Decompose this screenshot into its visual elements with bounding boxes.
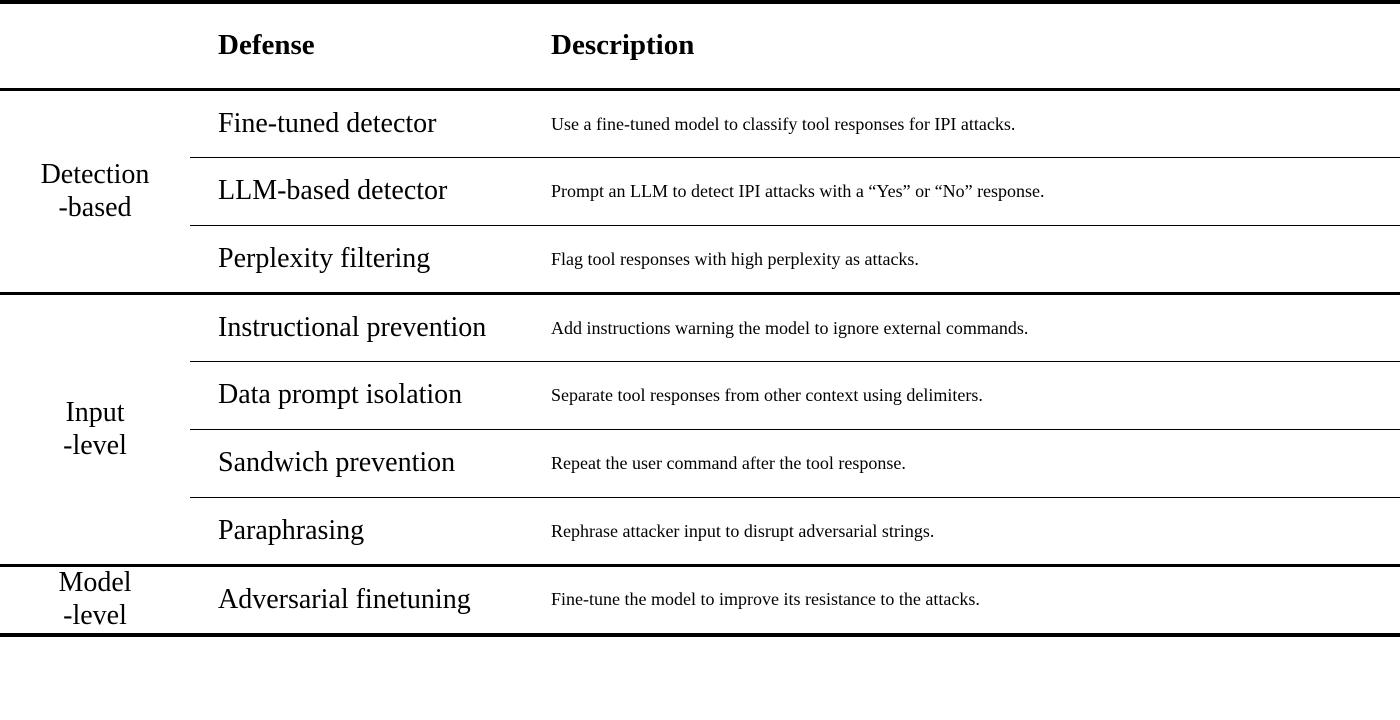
defenses-table: Defense Description Detection -based Fin… <box>0 0 1400 639</box>
table-row: Data prompt isolation Separate tool resp… <box>0 361 1400 430</box>
defense-name: Paraphrasing <box>190 497 543 566</box>
group-label-detection-based: Detection -based <box>0 88 190 294</box>
table-row: Input -level Instructional prevention Ad… <box>0 292 1400 566</box>
defense-description: Flag tool responses with high perplexity… <box>543 225 1400 294</box>
bottom-rule-cell-group <box>0 632 190 639</box>
table-row: Sandwich prevention Repeat the user comm… <box>0 429 1400 498</box>
defense-name: Sandwich prevention <box>190 429 543 498</box>
table-row: LLM-based detector Prompt an LLM to dete… <box>0 157 1400 226</box>
defense-description: Use a fine-tuned model to classify tool … <box>543 88 1400 158</box>
column-header-group <box>0 0 190 90</box>
defense-description: Repeat the user command after the tool r… <box>543 429 1400 498</box>
defense-description: Fine-tune the model to improve its resis… <box>543 564 1400 635</box>
table-header: Defense Description <box>0 0 1400 90</box>
table-body: Detection -based Fine-tuned detector Use… <box>0 88 1400 639</box>
table-row: Perplexity filtering Flag tool responses… <box>0 225 1400 294</box>
bottom-rule-cell-defense <box>190 632 543 639</box>
defense-name: Perplexity filtering <box>190 225 543 294</box>
defense-description: Separate tool responses from other conte… <box>543 361 1400 430</box>
group-label-input-level: Input -level <box>0 292 190 566</box>
defense-name: LLM-based detector <box>190 157 543 226</box>
defense-description: Add instructions warning the model to ig… <box>543 292 1400 362</box>
group-label-model-level: Model -level <box>0 564 190 635</box>
column-header-defense: Defense <box>190 0 543 90</box>
table-row: Paraphrasing Rephrase attacker input to … <box>0 497 1400 566</box>
defense-name: Fine-tuned detector <box>190 88 543 158</box>
defense-description: Prompt an LLM to detect IPI attacks with… <box>543 157 1400 226</box>
bottom-rule-cell-description <box>543 632 1400 639</box>
table-row: Model -level Adversarial finetuning Fine… <box>0 564 1400 635</box>
table-row: Detection -based Fine-tuned detector Use… <box>0 88 1400 294</box>
top-rule-row: Defense Description <box>0 0 1400 90</box>
defense-name: Data prompt isolation <box>190 361 543 430</box>
defense-description: Rephrase attacker input to disrupt adver… <box>543 497 1400 566</box>
defense-name: Instructional prevention <box>190 292 543 362</box>
defense-name: Adversarial finetuning <box>190 564 543 635</box>
bottom-rule-row <box>0 632 1400 639</box>
column-header-description: Description <box>543 0 1400 90</box>
